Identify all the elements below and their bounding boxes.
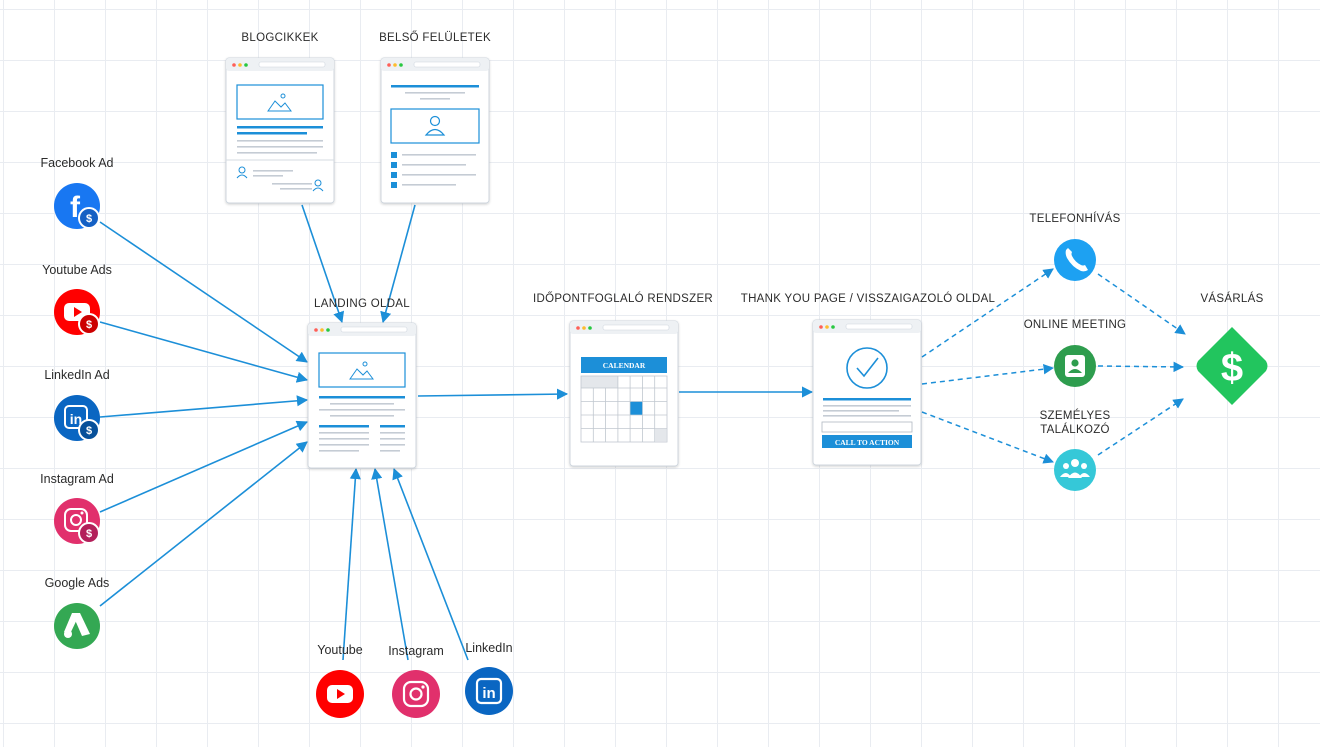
phone-call-label: TELEFONHÍVÁS bbox=[1029, 212, 1120, 225]
instagram-ad-label: Instagram Ad bbox=[40, 472, 114, 486]
booking-page-mockup[interactable] bbox=[569, 320, 679, 467]
linkedin-ad-node[interactable]: LinkedIn Ad in $ bbox=[44, 368, 110, 441]
internal-page-mockup[interactable] bbox=[380, 57, 490, 204]
ad-sources: Facebook Ad f $ Youtube Ads $ LinkedIn A… bbox=[40, 156, 114, 649]
google-ads-node[interactable]: Google Ads bbox=[45, 576, 110, 649]
arrow-instagram-ad-to-landing bbox=[99, 420, 309, 513]
arrow-landing-to-booking bbox=[417, 388, 569, 400]
arrow-internal-to-landing bbox=[380, 204, 416, 324]
linkedin-label: LinkedIn bbox=[465, 641, 512, 655]
thank-you-page-node: THANK YOU PAGE / VISSZAIGAZOLÓ OLDAL CAL… bbox=[741, 292, 996, 466]
arrow-youtube-ads-to-landing bbox=[99, 321, 309, 383]
youtube-label: Youtube bbox=[317, 643, 362, 657]
phone-call-node[interactable]: TELEFONHÍVÁS bbox=[1029, 212, 1120, 281]
booking-system-label: IDŐPONTFOGLALÓ RENDSZER bbox=[533, 291, 713, 305]
instagram-ad-node[interactable]: Instagram Ad $ bbox=[40, 472, 114, 544]
call-to-action-button[interactable]: CALL TO ACTION bbox=[822, 435, 912, 448]
svg-text:$: $ bbox=[1221, 346, 1243, 390]
arrow-meeting-to-purchase bbox=[1097, 361, 1185, 373]
booking-system-node: IDŐPONTFOGLALÓ RENDSZER CALENDAR bbox=[533, 291, 713, 467]
checkmark-icon bbox=[846, 347, 888, 389]
arrow-linkedin-ad-to-landing bbox=[99, 395, 309, 418]
linkedin-ad-icon: in $ bbox=[54, 395, 100, 441]
call-to-action-text: CALL TO ACTION bbox=[835, 438, 900, 447]
calendar-header-text: CALENDAR bbox=[603, 361, 646, 370]
google-ads-icon bbox=[54, 603, 100, 649]
arrow-linkedin-to-landing bbox=[392, 467, 469, 661]
arrow-personal-to-purchase bbox=[1097, 398, 1184, 456]
instagram-node[interactable]: Instagram bbox=[388, 644, 444, 718]
connectors bbox=[99, 204, 814, 661]
arrow-google-ads-to-landing bbox=[99, 441, 308, 607]
blog-page-mockup[interactable] bbox=[225, 57, 335, 204]
purchase-label: VÁSÁRLÁS bbox=[1200, 292, 1263, 305]
arrow-instagram-to-landing bbox=[371, 467, 409, 661]
arrow-thankyou-to-personal bbox=[921, 411, 1054, 464]
svg-text:$: $ bbox=[86, 425, 92, 437]
svg-text:$: $ bbox=[86, 213, 92, 225]
personal-meeting-label-line2: TALÁLKOZÓ bbox=[1040, 423, 1110, 436]
instagram-icon bbox=[392, 670, 440, 718]
arrow-blog-to-landing bbox=[301, 204, 345, 324]
instagram-ad-icon: $ bbox=[54, 498, 100, 544]
thank-you-page-content bbox=[813, 320, 921, 433]
landing-page-label: LANDING OLDAL bbox=[314, 298, 410, 310]
facebook-ad-icon: f $ bbox=[54, 183, 100, 229]
linkedin-icon: in bbox=[465, 667, 513, 715]
online-meeting-icon bbox=[1054, 345, 1096, 387]
content-pages: BLOGCIKKEK BELSŐ FELÜLE bbox=[225, 30, 491, 204]
youtube-ad-icon: $ bbox=[54, 289, 100, 335]
arrow-thankyou-to-phone bbox=[921, 268, 1054, 358]
calendar-widget: CALENDAR bbox=[570, 321, 678, 443]
personal-meeting-icon bbox=[1054, 449, 1096, 491]
online-meeting-node[interactable]: ONLINE MEETING bbox=[1024, 319, 1127, 387]
blog-page-content bbox=[226, 58, 334, 192]
blog-label: BLOGCIKKEK bbox=[241, 32, 318, 44]
landing-page-node: LANDING OLDAL bbox=[307, 298, 417, 469]
arrow-facebook-to-landing bbox=[99, 221, 308, 363]
youtube-ads-node[interactable]: Youtube Ads $ bbox=[42, 263, 112, 335]
organic-sources: Youtube Instagram LinkedIn in bbox=[316, 641, 513, 718]
landing-page-content bbox=[308, 323, 416, 452]
purchase-node[interactable]: VÁSÁRLÁS $ bbox=[1196, 292, 1268, 406]
facebook-ad-node[interactable]: Facebook Ad f $ bbox=[41, 156, 114, 229]
linkedin-ad-label: LinkedIn Ad bbox=[44, 368, 109, 382]
form-input-field bbox=[821, 421, 913, 433]
online-meeting-label: ONLINE MEETING bbox=[1024, 319, 1127, 331]
svg-text:$: $ bbox=[86, 528, 92, 540]
dollar-icon: $ bbox=[1196, 327, 1268, 406]
svg-text:in: in bbox=[482, 685, 495, 702]
facebook-ad-label: Facebook Ad bbox=[41, 156, 114, 170]
thank-you-page-label: THANK YOU PAGE / VISSZAIGAZOLÓ OLDAL bbox=[741, 292, 996, 305]
internal-page-content bbox=[381, 58, 489, 188]
svg-text:f: f bbox=[70, 191, 81, 224]
youtube-ads-label: Youtube Ads bbox=[42, 263, 112, 277]
youtube-node[interactable]: Youtube bbox=[316, 643, 364, 718]
internal-pages-label: BELSŐ FELÜLETEK bbox=[379, 30, 491, 44]
personal-meeting-label-line1: SZEMÉLYES bbox=[1040, 409, 1111, 422]
landing-page-mockup[interactable] bbox=[307, 322, 417, 469]
svg-text:in: in bbox=[70, 411, 82, 427]
dashed-connectors bbox=[921, 268, 1186, 464]
personal-meeting-node[interactable]: SZEMÉLYES TALÁLKOZÓ bbox=[1040, 409, 1111, 491]
contact-channels: TELEFONHÍVÁS ONLINE MEETING SZEMÉLYES TA… bbox=[1024, 212, 1127, 491]
phone-icon bbox=[1054, 239, 1096, 281]
youtube-icon bbox=[316, 670, 364, 718]
instagram-label: Instagram bbox=[388, 644, 444, 658]
svg-text:$: $ bbox=[86, 319, 92, 331]
arrow-youtube-to-landing bbox=[342, 467, 361, 661]
arrow-thankyou-to-meeting bbox=[921, 363, 1055, 385]
google-ads-label: Google Ads bbox=[45, 576, 110, 590]
linkedin-node[interactable]: LinkedIn in bbox=[465, 641, 513, 715]
